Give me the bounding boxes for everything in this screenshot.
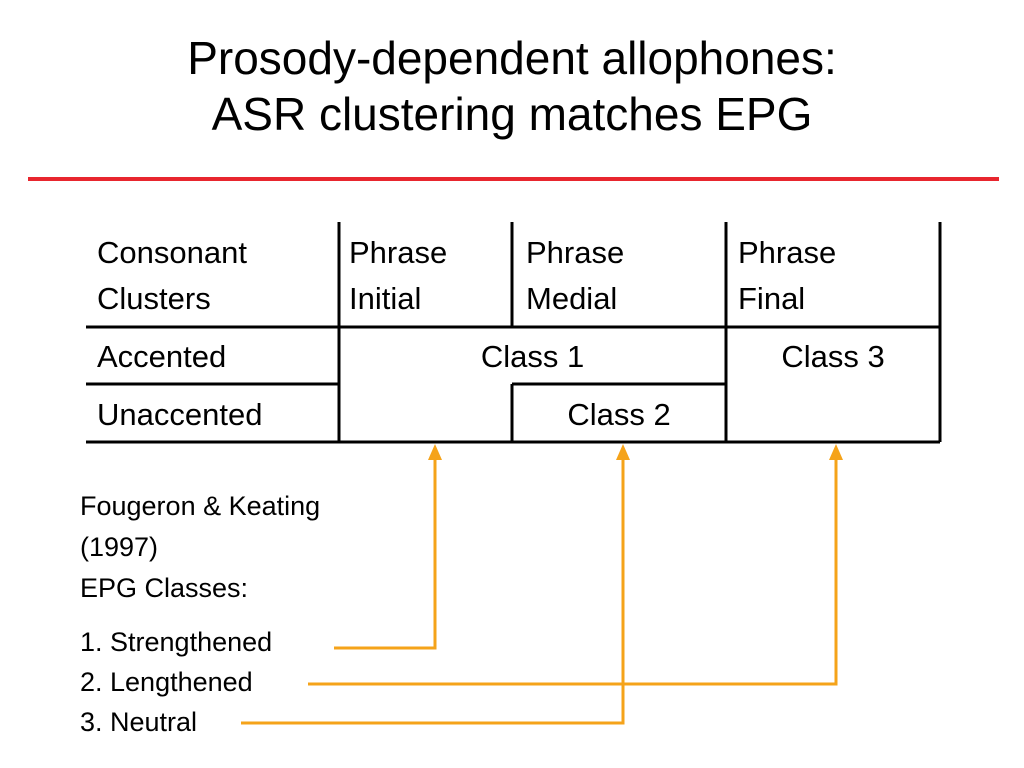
header-phrase-final: Phrase Final <box>738 230 836 322</box>
header-line: Phrase <box>526 235 625 270</box>
arrow-up-icon-class2 <box>616 444 630 460</box>
connector-strengthened <box>334 458 437 650</box>
note-heading-line-2: (1997) <box>80 532 159 562</box>
arrow-heads <box>428 444 843 460</box>
note-item-neutral: 3. Neutral <box>80 707 198 737</box>
header-line: Phrase <box>349 235 448 270</box>
title-line-2: ASR clustering matches EPG <box>211 88 813 140</box>
table-grid <box>86 222 942 444</box>
title-divider <box>28 177 999 181</box>
header-line: Initial <box>349 281 422 316</box>
note-heading-line-1: Fougeron & Keating <box>80 491 321 521</box>
cell-class-3: Class 3 <box>781 339 885 374</box>
arrow-up-icon-class1 <box>428 444 442 460</box>
note-item-strengthened: 1. Strengthened <box>80 627 273 657</box>
header-line: Phrase <box>738 235 837 270</box>
note-item-lengthened: 2. Lengthened <box>80 667 253 697</box>
header-line: Clusters <box>97 281 211 316</box>
header-phrase-initial: Phrase Initial <box>349 230 447 322</box>
connector-lengthened <box>308 458 838 686</box>
row-label-accented: Accented <box>97 339 227 374</box>
cell-class-1: Class 1 <box>480 339 585 374</box>
header-consonant-clusters: Consonant Clusters <box>97 230 247 322</box>
header-phrase-medial: Phrase Medial <box>526 230 624 322</box>
connector-neutral <box>241 458 625 725</box>
header-line: Consonant <box>97 235 247 270</box>
connector-lines <box>241 458 838 725</box>
cell-class-2: Class 2 <box>567 397 671 432</box>
arrow-up-icon-class3 <box>829 444 843 460</box>
header-line: Final <box>738 281 806 316</box>
row-label-unaccented: Unaccented <box>97 397 263 432</box>
slide-title: Prosody-dependent allophones: ASR cluste… <box>0 30 1024 142</box>
title-line-1: Prosody-dependent allophones: <box>187 32 837 84</box>
header-line: Medial <box>526 281 618 316</box>
note-heading-line-3: EPG Classes: <box>80 573 249 603</box>
